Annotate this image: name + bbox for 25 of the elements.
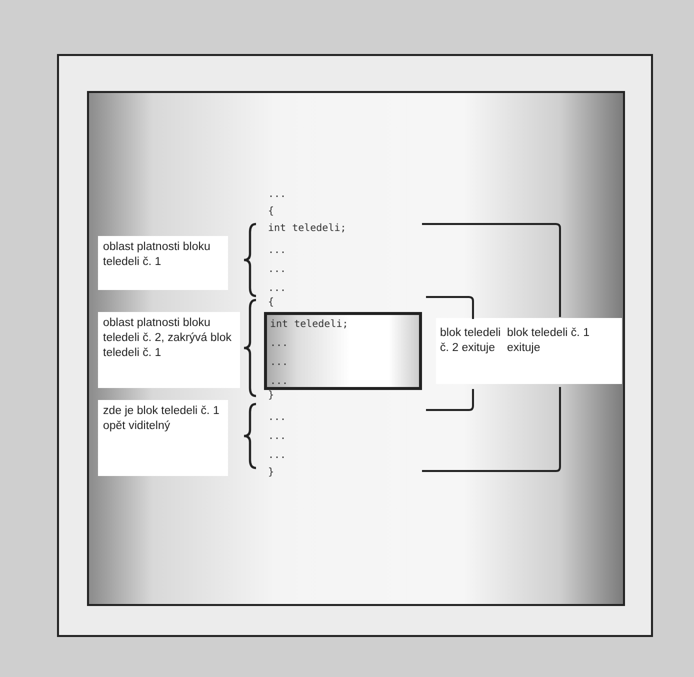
code-text: ...	[268, 189, 286, 201]
annotation-text: blok teledeli č. 2 exituje	[440, 327, 501, 354]
code-text: {	[268, 297, 274, 309]
annotation-box	[98, 312, 240, 388]
annotation-text: zde je blok teledeli č. 1 opět viditelný	[103, 405, 220, 432]
code-text: {	[268, 206, 274, 218]
code-line: int teledeli;	[268, 223, 346, 235]
code-text: ...	[268, 412, 286, 424]
code-line: ...	[270, 338, 288, 350]
code-line: ...	[270, 357, 288, 369]
code-line: ...	[270, 376, 288, 388]
annotation-box	[98, 400, 228, 476]
code-text: }	[268, 467, 274, 479]
code-text: ...	[268, 283, 286, 295]
annotation-box	[98, 236, 228, 290]
code-block-box	[264, 312, 422, 390]
code-text: ...	[268, 245, 286, 257]
annotation-text: oblast platnosti bloku teledeli č. 1	[103, 241, 210, 268]
code-text: }	[268, 390, 274, 402]
code-text: ...	[268, 450, 286, 462]
code-text: ...	[268, 431, 286, 443]
code-text: ...	[268, 264, 286, 276]
annotation-text: oblast platnosti bloku teledeli č. 2, zakrývá blok teledeli č. 1	[103, 317, 232, 359]
code-line: int teledeli;	[270, 319, 348, 331]
annotation-text: blok teledeli č. 1 exituje	[507, 327, 590, 354]
